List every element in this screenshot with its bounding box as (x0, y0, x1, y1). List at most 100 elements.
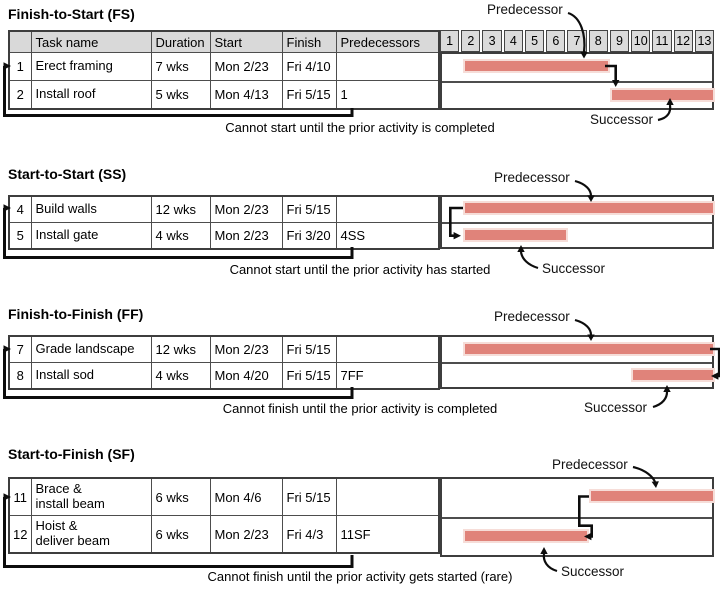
predecessor-label-sf: Predecessor (552, 457, 628, 472)
section-title-fs: Finish-to-Start (FS) (8, 6, 135, 22)
task-table-ss: 4 Build walls 12 wks Mon 2/23 Fri 5/15 5… (8, 195, 440, 250)
predecessor-label-ff: Predecessor (494, 309, 570, 324)
gantt-bar-predecessor (589, 489, 715, 503)
gantt-bar-successor (463, 228, 568, 242)
cell-start: Mon 2/23 (209, 222, 283, 250)
cell-start: Mon 4/13 (209, 80, 283, 110)
header-finish: Finish (281, 30, 337, 53)
cell-duration: 4 wks (150, 362, 211, 390)
cell-task: Grade landscape (30, 335, 152, 363)
table-row: 11 Brace & install beam 6 wks Mon 4/6 Fr… (8, 477, 440, 516)
week-header-cell: 2 (461, 30, 481, 52)
section-title-ff: Finish-to-Finish (FF) (8, 306, 144, 322)
week-header-cell: 5 (524, 30, 545, 52)
cell-task: Hoist & deliver beam (30, 515, 152, 554)
task-table-sf: 11 Brace & install beam 6 wks Mon 4/6 Fr… (8, 477, 440, 554)
caption-ss: Cannot start until the prior activity ha… (229, 262, 491, 277)
section-title-sf: Start-to-Finish (SF) (8, 446, 135, 462)
week-header-cell: 11 (652, 30, 672, 52)
cell-duration: 12 wks (150, 335, 211, 363)
week-header-cell: 6 (546, 30, 566, 52)
predecessor-label-fs: Predecessor (487, 2, 563, 17)
table-header-row: Task name Duration Start Finish Predeces… (8, 30, 440, 53)
cell-finish: Fri 5/15 (281, 362, 337, 390)
gantt-row-divider (442, 517, 712, 519)
cell-predecessors (335, 52, 440, 81)
gantt-bar-successor (631, 368, 715, 382)
cell-predecessors (335, 195, 440, 223)
table-row: 7 Grade landscape 12 wks Mon 2/23 Fri 5/… (8, 335, 440, 363)
successor-label-ff: Successor (584, 400, 648, 415)
header-predecessors: Predecessors (335, 30, 440, 53)
table-row: 5 Install gate 4 wks Mon 2/23 Fri 3/20 4… (8, 222, 440, 250)
successor-label-ss: Successor (542, 261, 606, 276)
gantt-bar-successor (610, 88, 715, 102)
week-header-cell: 3 (482, 30, 502, 52)
cell-duration: 5 wks (150, 80, 211, 110)
gantt-row-divider (442, 362, 712, 364)
cell-task: Install gate (30, 222, 152, 250)
cell-task: Brace & install beam (30, 477, 152, 516)
successor-label-sf: Successor (561, 564, 625, 579)
cell-id: 5 (8, 222, 32, 250)
week-header-cell: 8 (588, 30, 608, 52)
timeline-week-header: 1 2 3 4 5 6 7 8 9 10 11 12 13 (440, 30, 715, 52)
caption-fs: Cannot start until the prior activity is… (225, 120, 495, 135)
cell-finish: Fri 3/20 (281, 222, 337, 250)
gantt-bar-predecessor (463, 201, 715, 215)
week-header-cell: 1 (440, 30, 460, 52)
table-row: 8 Install sod 4 wks Mon 4/20 Fri 5/15 7F… (8, 362, 440, 390)
cell-task: Build walls (30, 195, 152, 223)
caption-sf: Cannot finish until the prior activity g… (207, 569, 513, 584)
gantt-row-divider (442, 81, 712, 83)
cell-id: 4 (8, 195, 32, 223)
cell-duration: 4 wks (150, 222, 211, 250)
week-header-cell: 13 (694, 30, 715, 52)
cell-finish: Fri 5/15 (281, 477, 337, 516)
cell-duration: 7 wks (150, 52, 211, 81)
cell-start: Mon 2/23 (209, 195, 283, 223)
cell-id: 8 (8, 362, 32, 390)
cell-id: 2 (8, 80, 32, 110)
cell-predecessors: 7FF (335, 362, 440, 390)
task-table-fs: Task name Duration Start Finish Predeces… (8, 30, 440, 110)
cell-id: 11 (8, 477, 32, 516)
cell-duration: 6 wks (150, 515, 211, 554)
header-start: Start (209, 30, 283, 53)
week-header-cell: 10 (631, 30, 651, 52)
cell-finish: Fri 4/3 (281, 515, 337, 554)
header-id (8, 30, 32, 53)
cell-finish: Fri 5/15 (281, 335, 337, 363)
table-row: 4 Build walls 12 wks Mon 2/23 Fri 5/15 (8, 195, 440, 223)
cell-start: Mon 4/6 (209, 477, 283, 516)
gantt-bar-predecessor (463, 342, 715, 356)
gantt-row-divider (442, 222, 712, 224)
cell-duration: 12 wks (150, 195, 211, 223)
week-header-cell: 12 (673, 30, 693, 52)
gantt-bar-predecessor (463, 59, 610, 73)
header-duration: Duration (150, 30, 211, 53)
table-row: 1 Erect framing 7 wks Mon 2/23 Fri 4/10 (8, 52, 440, 81)
cell-start: Mon 2/23 (209, 52, 283, 81)
cell-predecessors: 4SS (335, 222, 440, 250)
week-header-cell: 9 (609, 30, 630, 52)
caption-ff: Cannot finish until the prior activity i… (222, 401, 498, 416)
cell-duration: 6 wks (150, 477, 211, 516)
gantt-bar-successor (463, 529, 589, 543)
week-header-cell: 7 (567, 30, 587, 52)
cell-task: Install sod (30, 362, 152, 390)
task-table-ff: 7 Grade landscape 12 wks Mon 2/23 Fri 5/… (8, 335, 440, 390)
cell-task: Install roof (30, 80, 152, 110)
cell-finish: Fri 5/15 (281, 80, 337, 110)
cell-start: Mon 4/20 (209, 362, 283, 390)
cell-finish: Fri 5/15 (281, 195, 337, 223)
table-row: 12 Hoist & deliver beam 6 wks Mon 2/23 F… (8, 515, 440, 554)
cell-finish: Fri 4/10 (281, 52, 337, 81)
cell-task: Erect framing (30, 52, 152, 81)
cell-start: Mon 2/23 (209, 515, 283, 554)
cell-predecessors (335, 335, 440, 363)
cell-id: 1 (8, 52, 32, 81)
cell-predecessors: 11SF (335, 515, 440, 554)
week-header-cell: 4 (503, 30, 523, 52)
